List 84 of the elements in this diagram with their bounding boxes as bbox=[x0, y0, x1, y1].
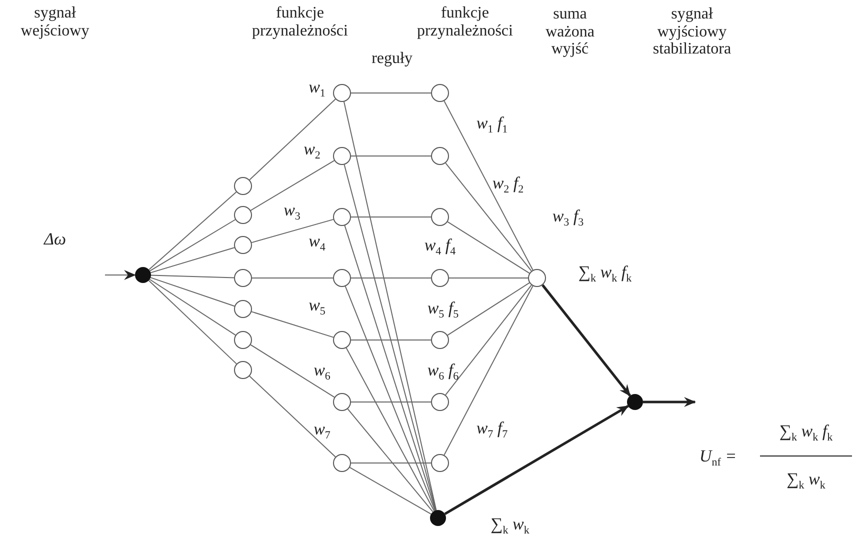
neuron-circle bbox=[333, 147, 351, 165]
neuron-circle bbox=[234, 236, 252, 254]
math-label: Δω bbox=[44, 230, 66, 250]
formula-denominator: ∑$_{k}$ w$_{k}$ bbox=[786, 470, 826, 492]
arrow bbox=[542, 284, 632, 397]
math-label: w$_{4}$ f$_{4}$ bbox=[424, 236, 456, 258]
connection-line bbox=[347, 408, 434, 512]
neuron-circle bbox=[431, 331, 449, 349]
connection-line bbox=[251, 311, 334, 338]
connection-line bbox=[250, 160, 335, 211]
connection-line bbox=[149, 278, 236, 336]
math-label: w$_{5}$ bbox=[308, 296, 326, 318]
math-label: w$_{1}$ bbox=[308, 78, 326, 100]
column-heading: sygnał wejściowy bbox=[20, 4, 90, 40]
connection-line bbox=[346, 347, 435, 512]
column-heading: funkcje przynależności bbox=[416, 4, 514, 40]
math-label: w$_{2}$ f$_{2}$ bbox=[492, 174, 524, 196]
connection-line bbox=[344, 164, 436, 511]
connection-line bbox=[150, 277, 235, 307]
junction-dot bbox=[627, 394, 643, 410]
arrow bbox=[104, 270, 136, 280]
connection-line bbox=[444, 285, 534, 456]
connection-line bbox=[251, 218, 334, 244]
neuron-circle bbox=[333, 331, 351, 349]
neuron-circle bbox=[431, 147, 449, 165]
neuron-circle bbox=[431, 454, 449, 472]
neuron-circle bbox=[333, 84, 351, 102]
connection-line bbox=[447, 221, 530, 274]
neuron-circle bbox=[333, 269, 351, 287]
neuron-circle bbox=[431, 269, 449, 287]
formula-numerator: ∑$_{k}$ w$_{k}$ f$_{k}$ bbox=[779, 422, 833, 444]
connection-line bbox=[150, 274, 234, 278]
math-label: w$_{7}$ bbox=[314, 420, 330, 442]
arrow bbox=[643, 397, 696, 407]
column-heading: suma ważona wyjść bbox=[544, 6, 596, 58]
neuron-circle bbox=[528, 269, 546, 287]
neuron-circle bbox=[234, 361, 252, 379]
column-heading: reguły bbox=[372, 50, 412, 68]
neuron-circle bbox=[234, 300, 252, 318]
math-label: w$_{1}$ f$_{1}$ bbox=[476, 114, 508, 136]
connection-line bbox=[444, 100, 534, 271]
neuron-circle bbox=[234, 269, 252, 287]
connection-line bbox=[249, 376, 336, 458]
connection-line bbox=[343, 101, 437, 511]
connection-line bbox=[350, 462, 432, 464]
column-heading: funkcje przynależności bbox=[251, 4, 349, 40]
math-label: w$_{4}$ bbox=[308, 232, 326, 254]
connection-line bbox=[344, 225, 436, 511]
neuron-circle bbox=[333, 208, 351, 226]
connection-line bbox=[350, 216, 432, 218]
neuron-circle bbox=[333, 393, 351, 411]
math-label: w$_{3}$ f$_{3}$ bbox=[552, 207, 584, 229]
math-label: ∑$_{k}$ w$_{k}$ bbox=[490, 515, 530, 537]
connection-line bbox=[344, 286, 436, 512]
math-label: w$_{7}$ f$_{7}$ bbox=[476, 419, 508, 441]
neuron-circle bbox=[431, 393, 449, 411]
math-label: w$_{5}$ f$_{5}$ bbox=[427, 299, 459, 321]
connection-line bbox=[249, 98, 336, 180]
junction-dot bbox=[135, 267, 151, 283]
connection-line bbox=[148, 280, 237, 364]
math-label: w$_{6}$ f$_{6}$ bbox=[427, 361, 459, 383]
column-heading: sygnał wyjściowy stabilizatora bbox=[652, 6, 732, 58]
connection-line bbox=[445, 162, 532, 272]
connection-line bbox=[150, 247, 235, 274]
connection-line bbox=[250, 344, 335, 398]
connection-line bbox=[148, 191, 237, 270]
neuron-circle bbox=[234, 331, 252, 349]
neuron-circle bbox=[431, 208, 449, 226]
connection-line bbox=[149, 219, 236, 272]
neuron-circle bbox=[234, 177, 252, 195]
arrow bbox=[444, 404, 629, 516]
math-label: w$_{2}$ bbox=[304, 140, 320, 162]
connection-line bbox=[445, 284, 532, 396]
connection-line bbox=[447, 282, 530, 336]
math-label: w$_{3}$ bbox=[284, 201, 300, 223]
neuron-circle bbox=[234, 206, 252, 224]
math-label: w$_{6}$ bbox=[314, 361, 330, 383]
connection-line bbox=[349, 466, 432, 515]
junction-dot bbox=[430, 510, 446, 526]
formula-label: U$_{nf}$ = bbox=[699, 447, 737, 469]
math-label: ∑$_{k}$ w$_{k}$ f$_{k}$ bbox=[578, 263, 632, 285]
neuron-circle bbox=[333, 454, 351, 472]
neuron-circle bbox=[431, 84, 449, 102]
connection-line bbox=[350, 92, 432, 94]
